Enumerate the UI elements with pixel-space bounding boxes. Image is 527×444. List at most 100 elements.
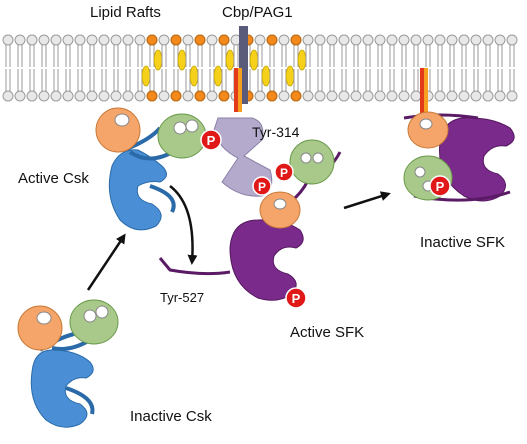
lipid-head xyxy=(302,90,314,102)
arrow-inactive-to-active-csk xyxy=(86,233,126,291)
lipid-head xyxy=(2,90,14,102)
lipid-head xyxy=(266,90,278,102)
phospho-label: P xyxy=(207,133,216,148)
lipid-head xyxy=(218,90,230,102)
inactive-sfk xyxy=(403,111,515,202)
cholesterol xyxy=(153,49,163,71)
tyr314-label: Tyr-314 xyxy=(252,124,300,140)
lipid-head xyxy=(254,34,266,46)
lipid-head xyxy=(374,90,386,102)
active-csk xyxy=(95,107,207,231)
lipid-head xyxy=(2,34,14,46)
lipid-head xyxy=(62,90,74,102)
lipid-head xyxy=(86,90,98,102)
lipid-head xyxy=(134,90,146,102)
lipid-head xyxy=(98,34,110,46)
lipid-head xyxy=(170,34,182,46)
lipid-head xyxy=(422,34,434,46)
phospho-group: P xyxy=(200,129,222,151)
lipid-head xyxy=(170,90,182,102)
inactive-sfk-anchor xyxy=(420,68,428,114)
lipid-head xyxy=(158,90,170,102)
lipid-head xyxy=(122,34,134,46)
lipid-head xyxy=(410,90,422,102)
lipid-head xyxy=(458,34,470,46)
cbp-cytoplasmic-chain xyxy=(213,117,273,197)
lipid-head xyxy=(374,34,386,46)
lipid-head xyxy=(434,90,446,102)
phospho-group: P xyxy=(429,175,451,197)
arrow-csk-to-sfk xyxy=(169,185,198,265)
phospho-group: P xyxy=(252,176,272,196)
lipid-head xyxy=(350,90,362,102)
lipid-head xyxy=(398,90,410,102)
lipid-head xyxy=(158,34,170,46)
lipid-head xyxy=(122,90,134,102)
cholesterol xyxy=(189,65,199,87)
phospho-label: P xyxy=(280,166,288,180)
lipid-head xyxy=(278,90,290,102)
inactive-csk xyxy=(17,299,119,428)
lipid-head xyxy=(386,90,398,102)
lipid-head xyxy=(386,34,398,46)
phospho-group: P xyxy=(274,162,294,182)
lipid-head xyxy=(206,90,218,102)
lipid-head xyxy=(62,34,74,46)
lipid-head xyxy=(326,90,338,102)
tyr527-label: Tyr-527 xyxy=(160,290,205,305)
lipid-head xyxy=(362,90,374,102)
lipid-head xyxy=(26,34,38,46)
lipid-head xyxy=(254,90,266,102)
lipid-head xyxy=(38,34,50,46)
cholesterol xyxy=(177,49,187,71)
lipid-head xyxy=(302,34,314,46)
lipid-head xyxy=(14,34,26,46)
active-csk-label: Active Csk xyxy=(18,170,89,187)
lipid-head xyxy=(314,34,326,46)
lipid-head xyxy=(494,90,506,102)
lipid-head xyxy=(266,34,278,46)
active-sfk xyxy=(158,139,342,301)
lipid-head xyxy=(194,34,206,46)
lipid-head xyxy=(446,90,458,102)
lipid-head xyxy=(146,34,158,46)
cholesterol xyxy=(213,65,223,87)
lipid-head xyxy=(206,34,218,46)
cholesterol xyxy=(225,49,235,71)
active-sfk-label: Active SFK xyxy=(290,324,365,341)
lipid-head xyxy=(194,90,206,102)
cholesterol xyxy=(141,65,151,87)
lipid-head xyxy=(494,34,506,46)
phospho-group: P xyxy=(285,287,307,309)
cholesterol xyxy=(249,49,259,71)
lipid-head xyxy=(278,34,290,46)
lipid-head xyxy=(110,34,122,46)
lipid-head xyxy=(362,34,374,46)
lipid-head xyxy=(218,34,230,46)
lipid-head xyxy=(26,90,38,102)
lipid-head xyxy=(314,90,326,102)
inactive-sfk-label: Inactive SFK xyxy=(420,234,506,251)
cholesterol xyxy=(285,65,295,87)
lipid-head xyxy=(326,34,338,46)
lipid-head xyxy=(50,90,62,102)
lipid-head xyxy=(98,90,110,102)
cholesterol xyxy=(261,65,271,87)
lipid-head xyxy=(38,90,50,102)
phospho-label: P xyxy=(436,179,445,194)
lipid-head xyxy=(506,90,518,102)
lipid-head xyxy=(86,34,98,46)
lipid-head xyxy=(50,34,62,46)
cbp-pag1-label: Cbp/PAG1 xyxy=(222,4,293,21)
lipid-head xyxy=(482,34,494,46)
lipid-membrane xyxy=(2,34,518,102)
inactive-csk-label: Inactive Csk xyxy=(130,408,212,425)
lipid-head xyxy=(182,34,194,46)
lipid-head xyxy=(74,34,86,46)
lipid-head xyxy=(458,90,470,102)
lipid-head xyxy=(338,90,350,102)
lipid-head xyxy=(146,90,158,102)
lipid-head xyxy=(398,34,410,46)
arrow-active-to-inactive-sfk xyxy=(343,191,391,210)
